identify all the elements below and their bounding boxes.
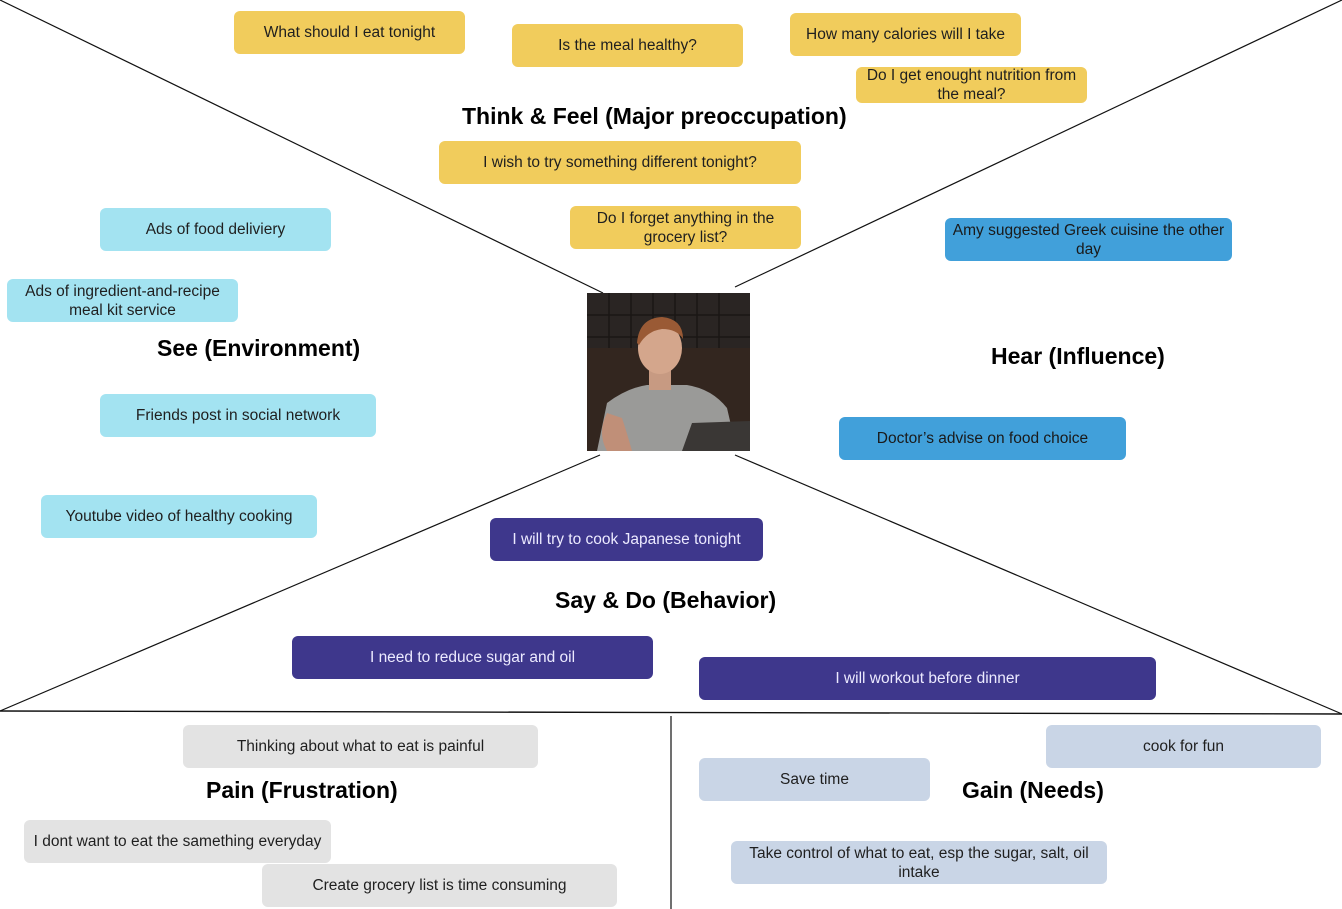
heading-see: See (Environment)	[157, 335, 361, 361]
sticky-note[interactable]: What should I eat tonight	[234, 11, 465, 54]
heading-pain: Pain (Frustration)	[206, 777, 398, 803]
sticky-note[interactable]: Amy suggested Greek cuisine the other da…	[945, 218, 1232, 261]
sticky-note[interactable]: cook for fun	[1046, 725, 1321, 768]
heading-say-do: Say & Do (Behavior)	[555, 587, 777, 613]
sticky-note[interactable]: Do I get enought nutrition from the meal…	[856, 67, 1087, 103]
sticky-note[interactable]: Doctor’s advise on food choice	[839, 417, 1126, 460]
sticky-note[interactable]: I wish to try something different tonigh…	[439, 141, 801, 184]
divider-bottom-left	[0, 454, 601, 712]
heading-think-feel: Think & Feel (Major preoccupation)	[462, 103, 847, 129]
sticky-note[interactable]: Thinking about what to eat is painful	[183, 725, 538, 768]
person-with-laptop-icon	[587, 293, 750, 451]
sticky-note[interactable]: I need to reduce sugar and oil	[292, 636, 653, 679]
sticky-note[interactable]: I will workout before dinner	[699, 657, 1156, 700]
sticky-note[interactable]: Ads of food deliviery	[100, 208, 331, 251]
heading-gain: Gain (Needs)	[962, 777, 1104, 803]
divider-bottom-right	[734, 454, 1342, 715]
sticky-note[interactable]: Create grocery list is time consuming	[262, 864, 617, 907]
divider-top-left	[0, 0, 604, 294]
persona-photo	[587, 293, 750, 451]
divider-top-right	[734, 0, 1342, 288]
sticky-note[interactable]: Youtube video of healthy cooking	[41, 495, 317, 538]
divider-horizontal	[0, 710, 1342, 715]
sticky-note[interactable]: Save time	[699, 758, 930, 801]
sticky-note[interactable]: Ads of ingredient-and-recipe meal kit se…	[7, 279, 238, 322]
sticky-note[interactable]: Take control of what to eat, esp the sug…	[731, 841, 1107, 884]
sticky-note[interactable]: How many calories will I take	[790, 13, 1021, 56]
sticky-note[interactable]: Do I forget anything in the grocery list…	[570, 206, 801, 249]
sticky-note[interactable]: I will try to cook Japanese tonight	[490, 518, 763, 561]
sticky-note[interactable]: Friends post in social network	[100, 394, 376, 437]
sticky-note[interactable]: Is the meal healthy?	[512, 24, 743, 67]
heading-hear: Hear (Influence)	[991, 343, 1165, 369]
sticky-note[interactable]: I dont want to eat the samething everyda…	[24, 820, 331, 863]
